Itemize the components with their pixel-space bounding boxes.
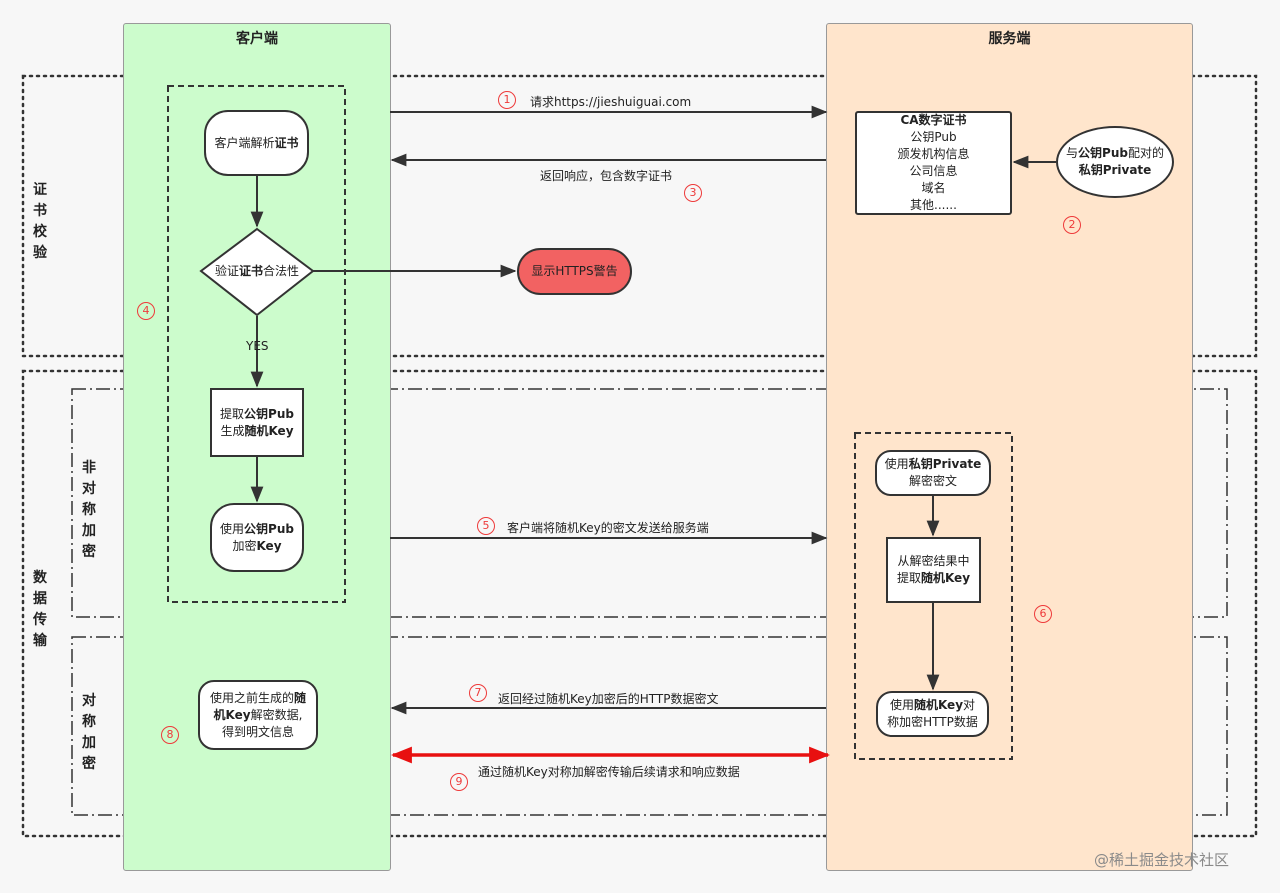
server-lane-title: 服务端 [988, 31, 1031, 47]
verify-cert-label: 验证证书合法性 [214, 264, 300, 278]
step-number-1: 1 [498, 89, 516, 109]
encrypt-http-node: 使用随机Key对 称加密HTTP数据 [876, 691, 989, 737]
section-label-asymmetric: 非对称加密 [82, 460, 96, 560]
extract-pub-node: 提取公钥Pub 生成随机Key [210, 388, 304, 457]
extract-key-node: 从解密结果中 提取随机Key [886, 537, 981, 603]
step-number-2: 2 [1063, 214, 1081, 234]
https-warning-node: 显示HTTPS警告 [517, 248, 632, 295]
edge-label-3: 返回响应，包含数字证书 [540, 169, 673, 183]
client-lane-title: 客户端 [236, 31, 278, 47]
private-key-node: 与公钥Pub配对的 私钥Private [1056, 126, 1174, 198]
step-number-7: 7 [469, 682, 487, 702]
step-number-9: 9 [450, 771, 468, 791]
edge-label-7: 返回经过随机Key加密后的HTTP数据密文 [498, 692, 719, 706]
section-label-cert-check: 证书校验 [33, 182, 47, 261]
edge-label-5: 客户端将随机Key的密文发送给服务端 [507, 521, 709, 535]
step-number-5: 5 [477, 515, 495, 535]
section-label-data-transfer: 数据传输 [33, 570, 47, 649]
step-number-4: 4 [137, 300, 155, 320]
encrypt-key-node: 使用公钥Pub 加密Key [210, 503, 304, 572]
edge-label-9: 通过随机Key对称加解密传输后续请求和响应数据 [478, 765, 740, 779]
edge-label-1: 请求https://jieshuiguai.com [530, 95, 692, 109]
section-label-symmetric: 对称加密 [82, 693, 96, 772]
step-number-8: 8 [161, 724, 179, 744]
step-number-3: 3 [684, 182, 702, 202]
decrypt-cipher-node: 使用私钥Private 解密密文 [875, 450, 991, 496]
step-number-6: 6 [1034, 603, 1052, 623]
verify-cert-diamond [199, 227, 315, 317]
yes-label: YES [246, 339, 269, 353]
decrypt-data-node: 使用之前生成的随 机Key解密数据, 得到明文信息 [198, 680, 318, 750]
ca-cert-node: CA数字证书 公钥Pub 颁发机构信息 公司信息 域名 其他...... [855, 111, 1012, 215]
watermark: @稀土掘金技术社区 [1094, 851, 1230, 869]
parse-cert-node: 客户端解析证书 [204, 110, 309, 176]
